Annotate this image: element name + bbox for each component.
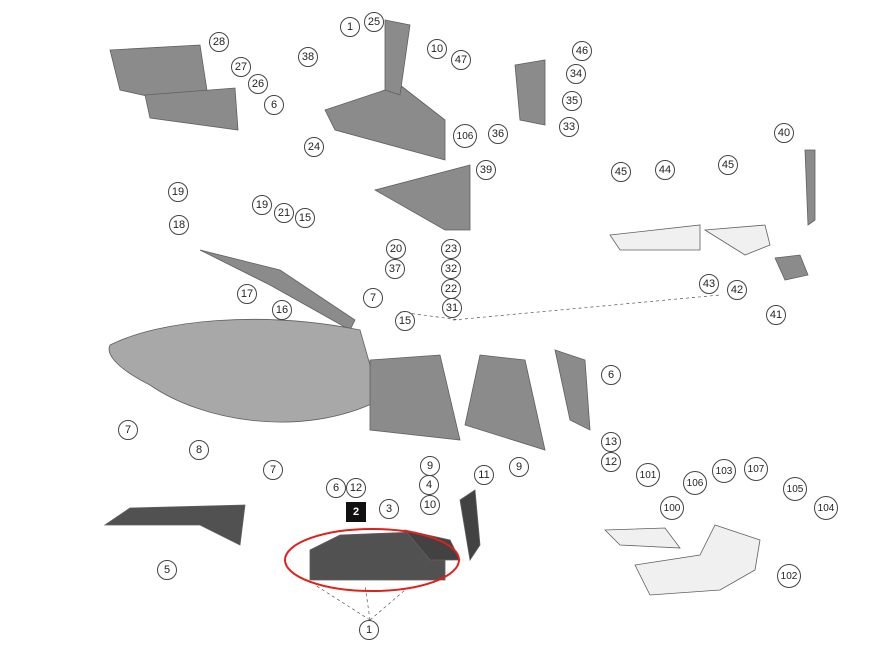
callout-2: 2 [346,502,366,522]
callout-12: 12 [346,478,366,498]
callout-38: 38 [298,47,318,67]
callout-7: 7 [363,288,383,308]
callout-37: 37 [385,259,405,279]
callout-21: 21 [274,203,294,223]
callout-15: 15 [295,208,315,228]
callout-20: 20 [386,239,406,259]
part-9b [464,354,546,451]
part-39 [373,164,471,231]
callout-7: 7 [263,460,283,480]
callout-106: 106 [453,124,477,148]
callout-100: 100 [660,496,684,520]
callout-26: 26 [248,74,268,94]
callout-24: 24 [304,137,324,157]
callout-4: 4 [419,475,439,495]
part-plate-43 [609,224,701,251]
part-5 [103,504,246,546]
callout-46: 46 [572,41,592,61]
callout-19: 19 [252,195,272,215]
callout-13: 13 [601,432,621,452]
callout-102: 102 [777,564,801,588]
part-4 [459,489,481,562]
callout-33: 33 [559,117,579,137]
callout-17: 17 [237,284,257,304]
callout-12: 12 [601,452,621,472]
callout-44: 44 [655,160,675,180]
callout-43: 43 [699,274,719,294]
part-27 [144,87,239,131]
callout-11: 11 [474,465,494,485]
callout-6: 6 [601,365,621,385]
callout-40: 40 [774,123,794,143]
part-41 [774,254,809,281]
callout-16: 16 [272,300,292,320]
callout-15: 15 [395,311,415,331]
callout-8: 8 [189,440,209,460]
callout-103: 103 [712,459,736,483]
callout-106: 106 [683,471,707,495]
callout-18: 18 [169,215,189,235]
part-102 [634,524,761,596]
part-8-moldboard [108,318,381,423]
callout-32: 32 [441,259,461,279]
callout-45: 45 [718,155,738,175]
callout-36: 36 [488,124,508,144]
highlight-ellipse [284,528,460,592]
callout-42: 42 [727,280,747,300]
callout-10: 10 [420,495,440,515]
callout-1: 1 [340,17,360,37]
callout-9: 9 [509,457,529,477]
callout-28: 28 [209,32,229,52]
callout-25: 25 [364,12,384,32]
callout-47: 47 [451,50,471,70]
part-33 [514,59,546,126]
part-17 [199,249,356,331]
part-100 [604,527,681,549]
callout-3: 3 [379,499,399,519]
callout-27: 27 [231,57,251,77]
callout-41: 41 [766,305,786,325]
callout-7: 7 [118,420,138,440]
callout-45: 45 [611,162,631,182]
callout-19: 19 [168,182,188,202]
callout-5: 5 [157,560,177,580]
callout-105: 105 [783,477,807,501]
callout-22: 22 [441,279,461,299]
callout-35: 35 [562,91,582,111]
part-24 [324,84,446,161]
part-13 [554,349,591,431]
callout-9: 9 [420,456,440,476]
part-40 [804,149,816,226]
callout-107: 107 [744,457,768,481]
callout-6: 6 [264,95,284,115]
part-25 [384,19,411,96]
callout-34: 34 [566,64,586,84]
part-9a [369,354,461,441]
callout-31: 31 [442,298,462,318]
callout-101: 101 [636,463,660,487]
callout-6: 6 [326,478,346,498]
callout-10: 10 [427,39,447,59]
callout-104: 104 [814,496,838,520]
callout-23: 23 [441,239,461,259]
part-plate-42 [703,224,771,256]
callout-1: 1 [359,620,379,640]
callout-39: 39 [476,160,496,180]
